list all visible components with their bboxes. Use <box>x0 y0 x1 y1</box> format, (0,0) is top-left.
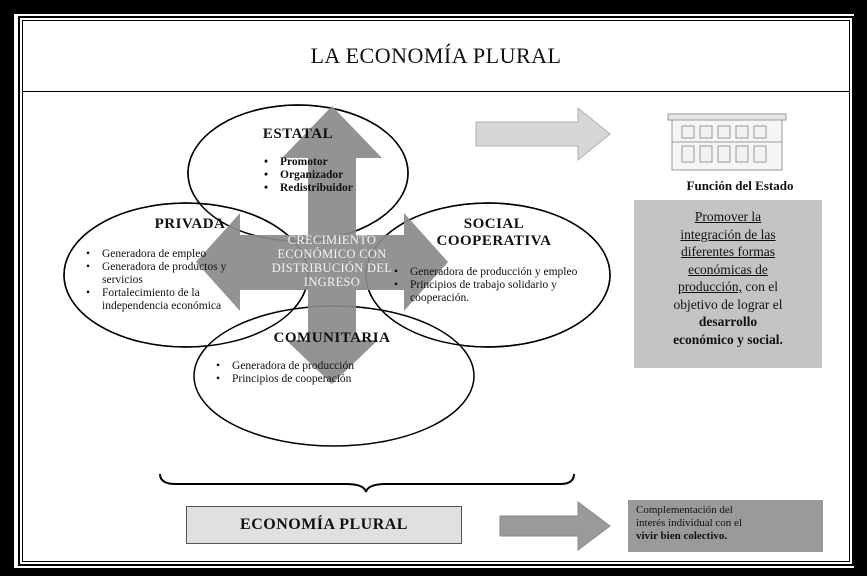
center-line4: INGRESO <box>303 275 361 289</box>
list-item: Generadora de producción <box>214 360 434 373</box>
social-title-line1: SOCIAL <box>463 216 525 232</box>
social-title-line2: COOPERATIVA <box>436 233 552 249</box>
list-item: Promotor <box>262 156 402 169</box>
social-title: SOCIAL COOPERATIVA <box>424 216 564 250</box>
function-line6: objetivo de lograr el <box>673 296 783 312</box>
function-line4: económicas de <box>688 261 768 277</box>
comunitaria-title: COMUNITARIA <box>273 330 391 346</box>
curly-brace <box>159 473 575 493</box>
list-item: Principios de cooperación <box>214 373 434 386</box>
function-line7: desarrollo <box>698 314 758 329</box>
right-arrow-top <box>475 106 611 162</box>
privada-list: Generadora de empleo Generadora de produ… <box>84 248 264 313</box>
list-item: Generadora de empleo <box>84 248 264 261</box>
page-title: LA ECONOMÍA PLURAL <box>310 42 562 68</box>
center-line1: CRECIMIENTO <box>287 233 377 247</box>
center-line3: DISTRIBUCIÓN DEL <box>271 261 393 275</box>
center-line2: ECONÓMICO CON <box>277 247 387 261</box>
building-icon <box>667 113 787 171</box>
comunitaria-list: Generadora de producción Principios de c… <box>214 360 434 386</box>
social-list: Generadora de producción y empleo Princi… <box>392 266 612 305</box>
list-item: Redistribuidor <box>262 182 402 195</box>
function-line2: integración de las <box>680 226 776 242</box>
function-line1: Promover la <box>694 209 762 224</box>
complement-line2: interés individual con el <box>636 517 742 529</box>
function-line3: diferentes formas <box>680 244 776 259</box>
frame-border-inner <box>22 20 850 562</box>
estatal-list: Promotor Organizador Redistribuidor <box>262 156 402 195</box>
complement-line3: vivir bien colectivo. <box>636 530 728 542</box>
right-arrow-bottom <box>499 501 611 551</box>
center-label: CRECIMIENTO ECONÓMICO CON DISTRIBUCIÓN D… <box>252 233 412 289</box>
plural-box: ECONOMÍA PLURAL <box>186 506 462 544</box>
estatal-title: ESTATAL <box>262 126 334 142</box>
list-item: Fortalecimiento de la independencia econ… <box>84 287 264 313</box>
complement-box: Complementación del interés individual c… <box>628 500 823 552</box>
list-item: Organizador <box>262 169 402 182</box>
complement-line1: Complementación del <box>636 504 733 516</box>
function-line8: económico y social. <box>673 331 783 347</box>
title-box: LA ECONOMÍA PLURAL <box>22 20 850 92</box>
list-item: Generadora de producción y empleo <box>392 266 612 279</box>
plural-label: ECONOMÍA PLURAL <box>240 516 408 533</box>
list-item: Principios de trabajo solidario y cooper… <box>392 279 612 305</box>
function-label: Función del Estado <box>686 178 794 193</box>
four-way-arrow <box>196 106 448 384</box>
function-line5-tail: con el <box>742 279 779 294</box>
function-box: Promover la integración de las diferente… <box>634 200 822 368</box>
list-item: Generadora de productos y servicios <box>84 261 264 287</box>
privada-title: PRIVADA <box>154 216 226 232</box>
function-line5: producción, <box>677 279 743 294</box>
